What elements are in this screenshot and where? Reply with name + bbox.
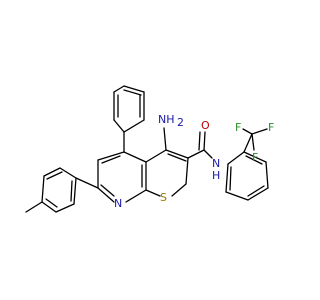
- fluorine-left-label: F: [235, 121, 241, 134]
- bond-lines: [25, 85, 269, 213]
- pyridine-nitrogen-label: N: [114, 197, 122, 210]
- sulfur-label: S: [160, 191, 167, 204]
- amide-nitrogen-label: N: [212, 157, 220, 170]
- molecule-structure-diagram: NH 2 O N H S N F F F: [25, 85, 274, 213]
- amino-subscript: 2: [177, 116, 184, 129]
- amide-hydrogen-label: H: [212, 169, 220, 182]
- amino-label: NH: [158, 113, 175, 126]
- fluorine-bottom-label: F: [252, 151, 258, 164]
- carbonyl-oxygen-label: O: [201, 119, 210, 132]
- atom-labels: NH 2 O N H S N F F F: [114, 113, 274, 210]
- fluorine-right-label: F: [268, 121, 274, 134]
